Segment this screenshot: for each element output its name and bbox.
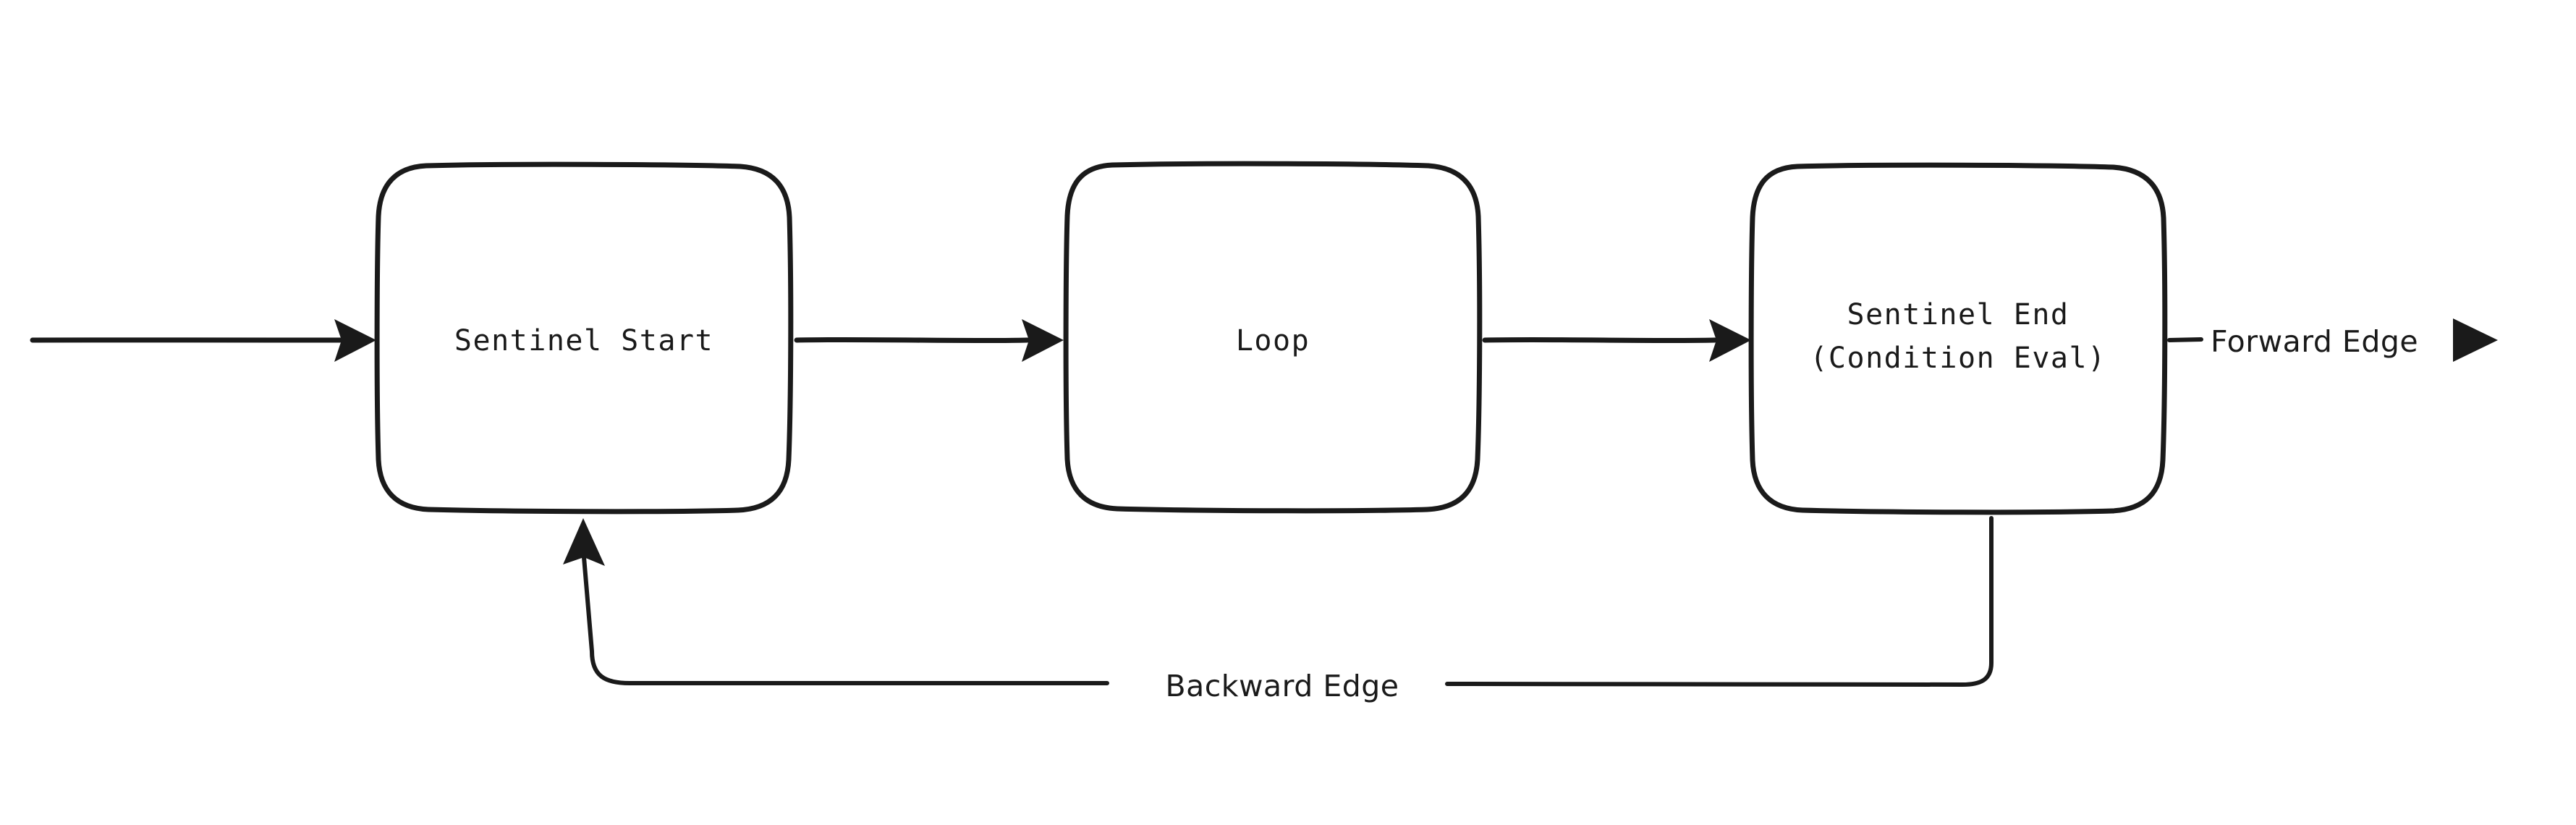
node-sentinel-start-label: Sentinel Start	[454, 324, 713, 358]
edge-forward-stub	[2167, 337, 2203, 342]
edge-backward-label: Backward Edge	[1165, 669, 1399, 703]
node-sentinel-end-shape	[1748, 162, 2168, 515]
node-loop-label: Loop	[1236, 324, 1310, 358]
node-sentinel-start-shape	[374, 161, 794, 515]
edge-backward: Backward Edge	[563, 516, 1994, 703]
edge-loop-to-end-arrowhead	[1709, 319, 1751, 362]
node-loop[interactable]: Loop	[1063, 161, 1483, 514]
node-sentinel-end[interactable]: Sentinel End (Condition Eval)	[1748, 162, 2168, 515]
edge-entry-line	[30, 337, 343, 343]
edge-backward-line-right	[1445, 516, 1994, 687]
edge-forward-arrowhead	[2453, 318, 2498, 362]
node-sentinel-end-label-line1: Sentinel End	[1847, 298, 2069, 331]
edge-forward: Forward Edge	[2167, 318, 2498, 362]
edge-forward-label: Forward Edge	[2211, 324, 2418, 359]
edge-entry-arrowhead	[334, 319, 376, 362]
edge-backward-arrowhead	[563, 518, 605, 566]
node-sentinel-end-label-line2: (Condition Eval)	[1810, 342, 2106, 375]
edge-start-to-loop	[794, 319, 1064, 362]
edge-loop-to-end-line	[1482, 337, 1718, 344]
edge-start-to-loop-line	[794, 337, 1030, 344]
node-sentinel-start[interactable]: Sentinel Start	[374, 161, 794, 515]
edge-backward-line-left	[582, 555, 1109, 685]
edge-start-to-loop-arrowhead	[1022, 319, 1064, 362]
node-loop-shape	[1063, 161, 1483, 514]
edge-entry	[30, 319, 376, 362]
edge-loop-to-end	[1482, 319, 1751, 362]
